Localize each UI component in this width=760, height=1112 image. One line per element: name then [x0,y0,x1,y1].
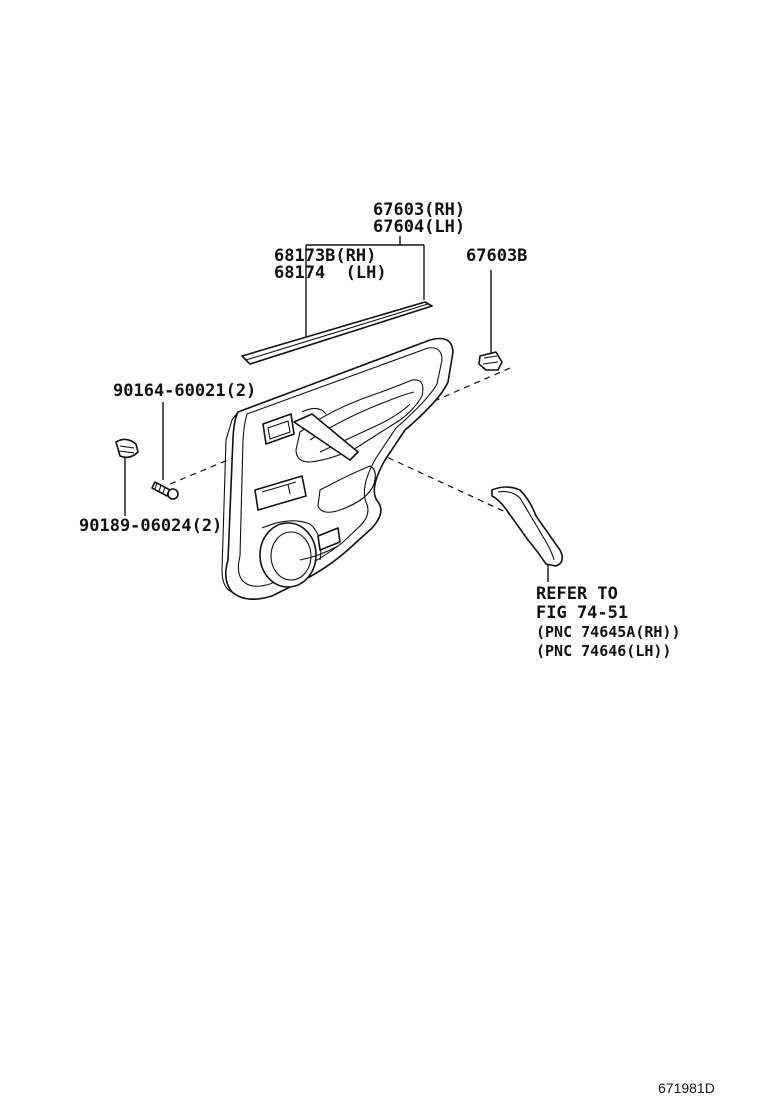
assembly-dashed-lines [169,367,526,522]
armrest-cover-part [491,486,564,567]
label-90189-06024: 90189-06024(2) [79,516,222,536]
refer-line-1: REFER TO [536,584,618,604]
leader-lines [124,236,549,582]
clip-67603b [478,351,503,371]
label-67604-lh: 67604(LH) [373,217,465,237]
label-68174-lh: 68174 (LH) [274,263,387,283]
refer-line-4: (PNC 74646(LH)) [536,642,671,660]
refer-line-3: (PNC 74645A(RH)) [536,623,681,641]
label-90164-60021: 90164-60021(2) [113,381,256,401]
label-67603b: 67603B [466,246,527,266]
figure-code: 671981D [658,1080,715,1096]
door-belt-weatherstrip [241,301,433,365]
door-trim-panel [221,337,454,600]
clip-90189-06024 [115,438,139,459]
label-67603-rh: 67603(RH) [373,200,465,220]
screw-90164-60021 [151,481,179,500]
refer-line-2: FIG 74-51 [536,603,628,623]
label-68173b-rh: 68173B(RH) [274,246,376,266]
